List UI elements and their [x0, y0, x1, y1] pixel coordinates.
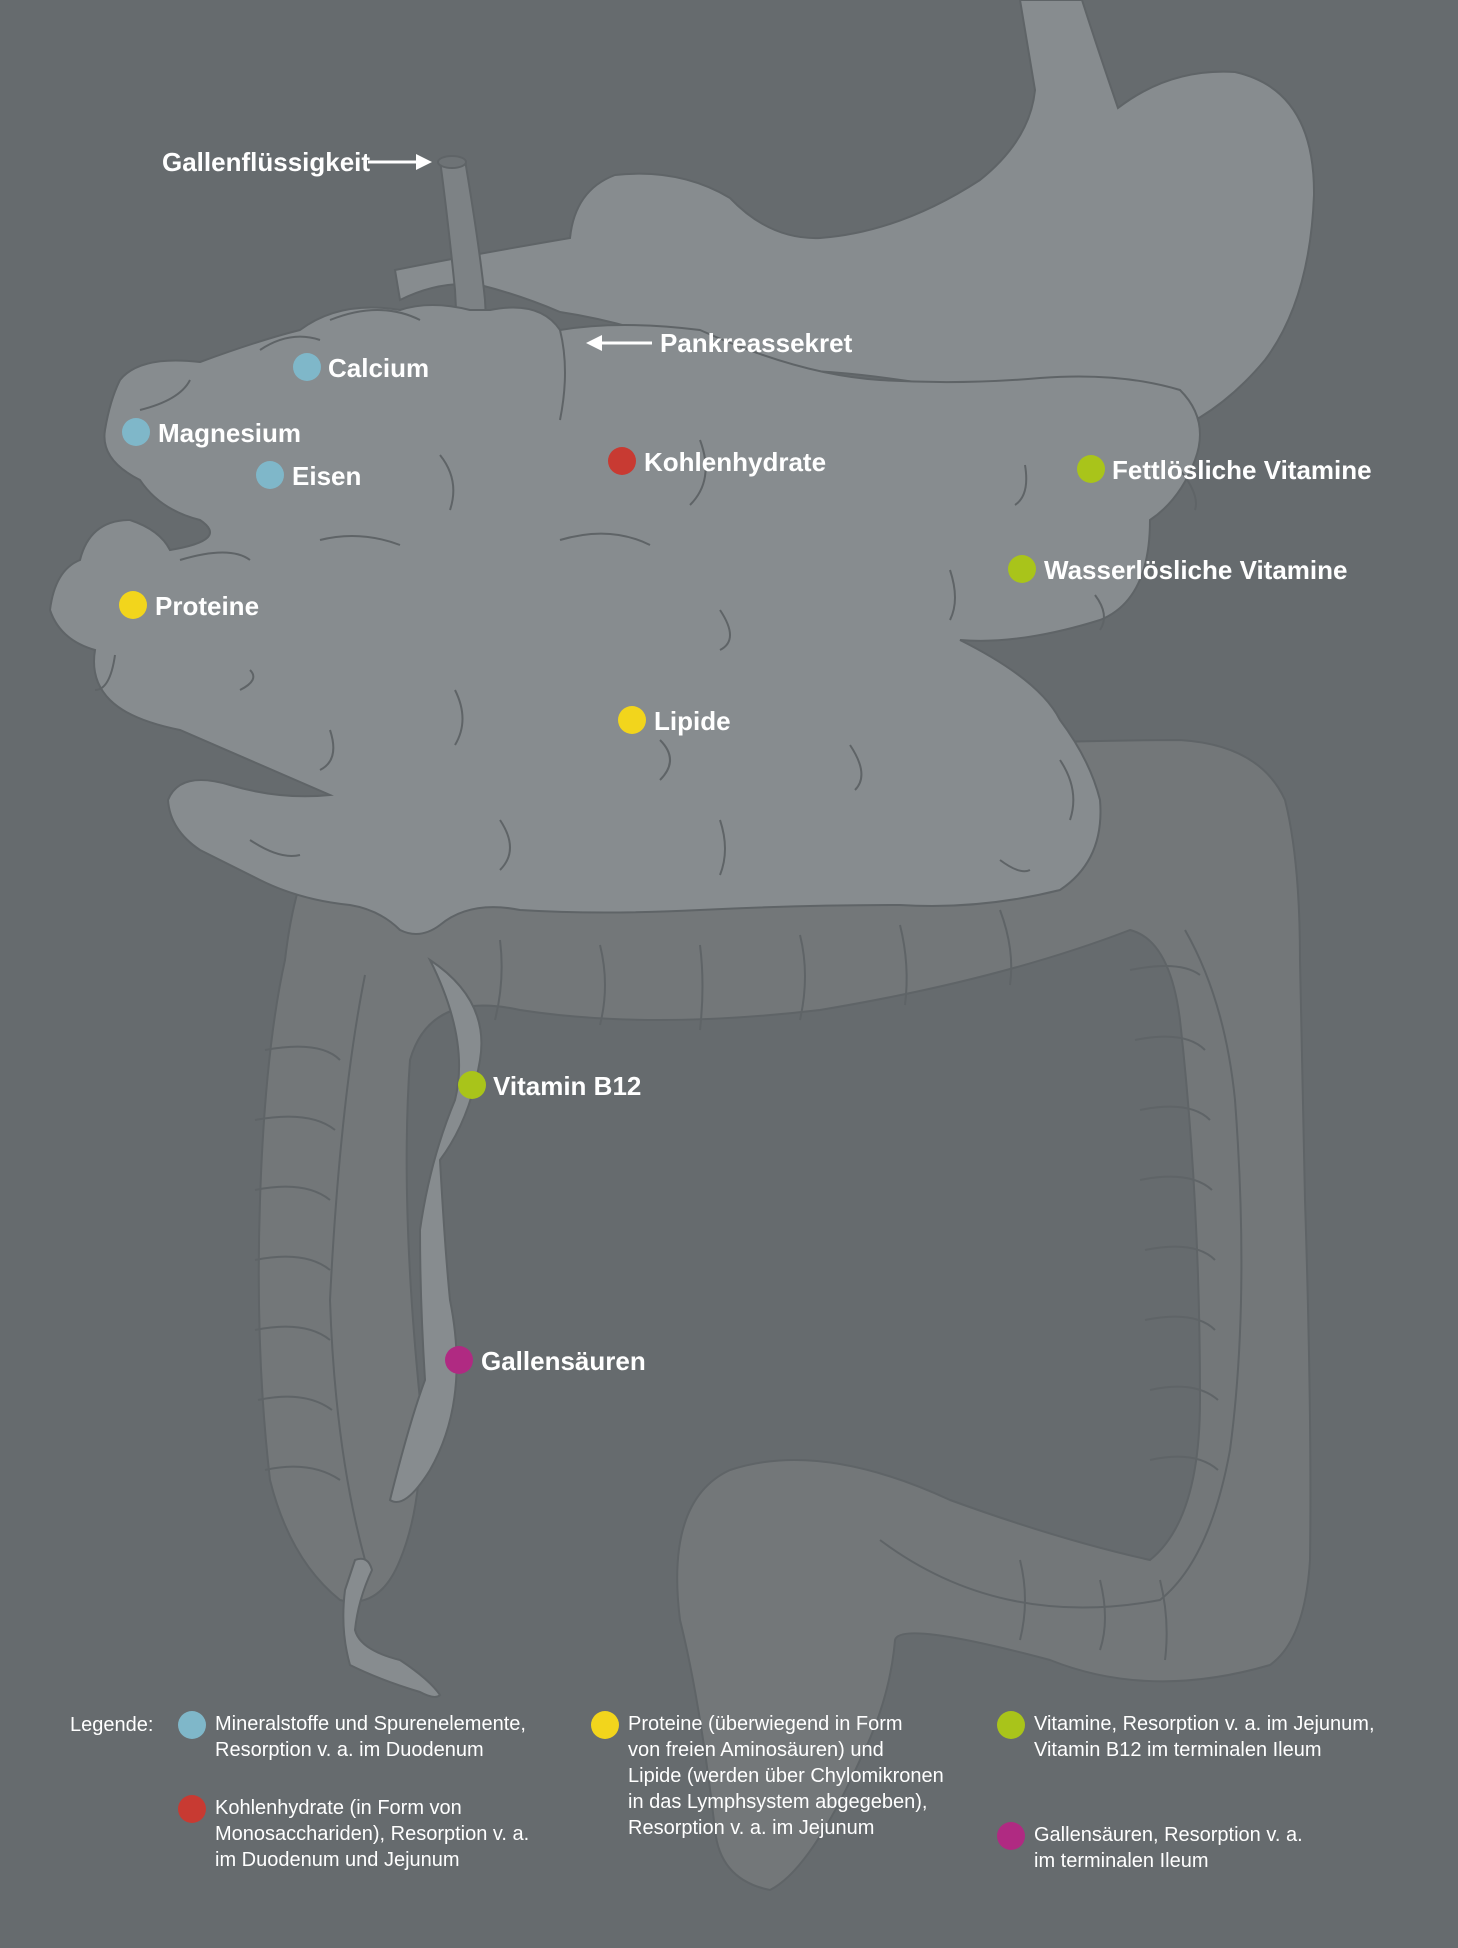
dot-magnesium — [122, 418, 150, 446]
colon-haustra — [254, 909, 1219, 1661]
small-intestine-folds — [94, 309, 1197, 876]
dot-calcium — [293, 353, 321, 381]
label-lipide: Lipide — [654, 706, 731, 736]
label-proteine: Proteine — [155, 591, 260, 621]
dot-kohlenhydrate — [608, 447, 636, 475]
legend-text-mineral: Mineralstoffe und Spurenelemente, Resorp… — [215, 1713, 526, 1761]
legend-dot-carb — [178, 1795, 206, 1823]
label-wasserloesliche: Wasserlösliche Vitamine — [1044, 555, 1348, 585]
dot-eisen — [256, 461, 284, 489]
legend-item-vitamin: Vitamine, Resorption v. a. im Jejunum, V… — [997, 1711, 1437, 1763]
legend-dot-mineral — [178, 1711, 206, 1739]
bile-duct-opening — [437, 155, 467, 169]
legend-item-mineral: Mineralstoffe und Spurenelemente, Resorp… — [178, 1711, 578, 1763]
label-eisen: Eisen — [292, 461, 362, 491]
terminal-ileum — [388, 957, 483, 1503]
legend-item-protein: Proteine (überwiegend in Form von freien… — [591, 1711, 991, 1841]
legend-item-carb: Kohlenhydrate (in Form von Monosaccharid… — [178, 1795, 578, 1873]
label-kohlenhydrate: Kohlenhydrate — [644, 447, 827, 477]
legend-item-bile: Gallensäuren, Resorption v. a. im termin… — [997, 1822, 1437, 1874]
label-gallensaeuren: Gallensäuren — [481, 1346, 646, 1376]
dot-vitamin-b12 — [458, 1071, 486, 1099]
legend-text-protein: Proteine (überwiegend in Form von freien… — [628, 1713, 944, 1839]
legend-text-bile: Gallensäuren, Resorption v. a. im termin… — [1034, 1824, 1303, 1872]
dot-gallensaeuren — [445, 1346, 473, 1374]
dot-wasserloesliche — [1008, 555, 1036, 583]
bile-arrow — [368, 154, 432, 170]
dot-lipide — [618, 706, 646, 734]
dot-fettloesliche — [1077, 455, 1105, 483]
label-pankreassekret: Pankreassekret — [660, 328, 853, 358]
label-calcium: Calcium — [328, 353, 430, 383]
label-magnesium: Magnesium — [158, 418, 302, 448]
small-intestine — [48, 304, 1201, 935]
appendix — [342, 1557, 442, 1698]
legend-title: Legende: — [70, 1714, 154, 1736]
colon — [257, 738, 1312, 1892]
label-gallenfluessigkeit: Gallenflüssigkeit — [162, 147, 371, 177]
legend-dot-vitamin — [997, 1711, 1025, 1739]
dot-proteine — [119, 591, 147, 619]
colon-inner-band — [328, 929, 1243, 1609]
pancreas-arrow — [586, 335, 652, 351]
label-vitamin-b12: Vitamin B12 — [493, 1071, 642, 1101]
label-fettloesliche: Fettlösliche Vitamine — [1112, 455, 1372, 485]
legend-text-carb: Kohlenhydrate (in Form von Monosaccharid… — [215, 1797, 530, 1871]
legend-dot-protein — [591, 1711, 619, 1739]
legend-text-vitamin: Vitamine, Resorption v. a. im Jejunum, V… — [1034, 1713, 1375, 1761]
legend-dot-bile — [997, 1822, 1025, 1850]
